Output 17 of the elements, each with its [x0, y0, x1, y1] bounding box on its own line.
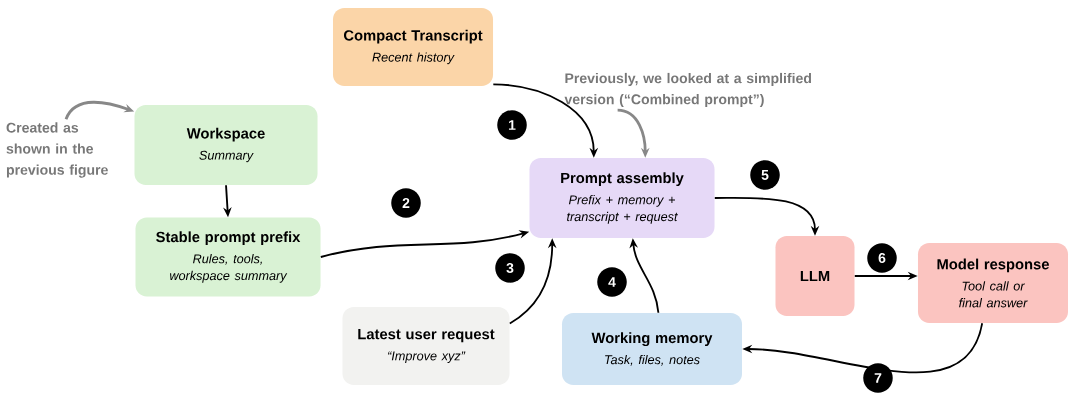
process-box: LLM [775, 236, 855, 316]
step-number: 1 [497, 110, 527, 140]
process-box: Workspace Summary [134, 105, 318, 185]
process-box: Compact Transcript Recent history [333, 8, 493, 86]
process-box: Stable prompt prefix Rules, tools, workspace summary [135, 217, 321, 297]
process-box: Latest user request “Improve xyz” [342, 307, 510, 385]
process-box: Model response Tool call or final answer [918, 243, 1068, 323]
note-text: Created as shown in the previous figure [6, 122, 108, 178]
process-box: Working memory Task, files, notes [562, 313, 742, 385]
note-text: Previously, we looked at a simplified version (“Combined prompt”) [564, 72, 811, 108]
step-number: 3 [495, 253, 525, 283]
step-number: 5 [750, 160, 780, 190]
step-number: 4 [597, 267, 627, 297]
step-number: 2 [391, 188, 421, 218]
process-box: Prompt assembly Prefix + memory + transcript + request [529, 158, 715, 238]
step-number: 7 [863, 363, 893, 393]
step-number: 6 [867, 243, 897, 273]
